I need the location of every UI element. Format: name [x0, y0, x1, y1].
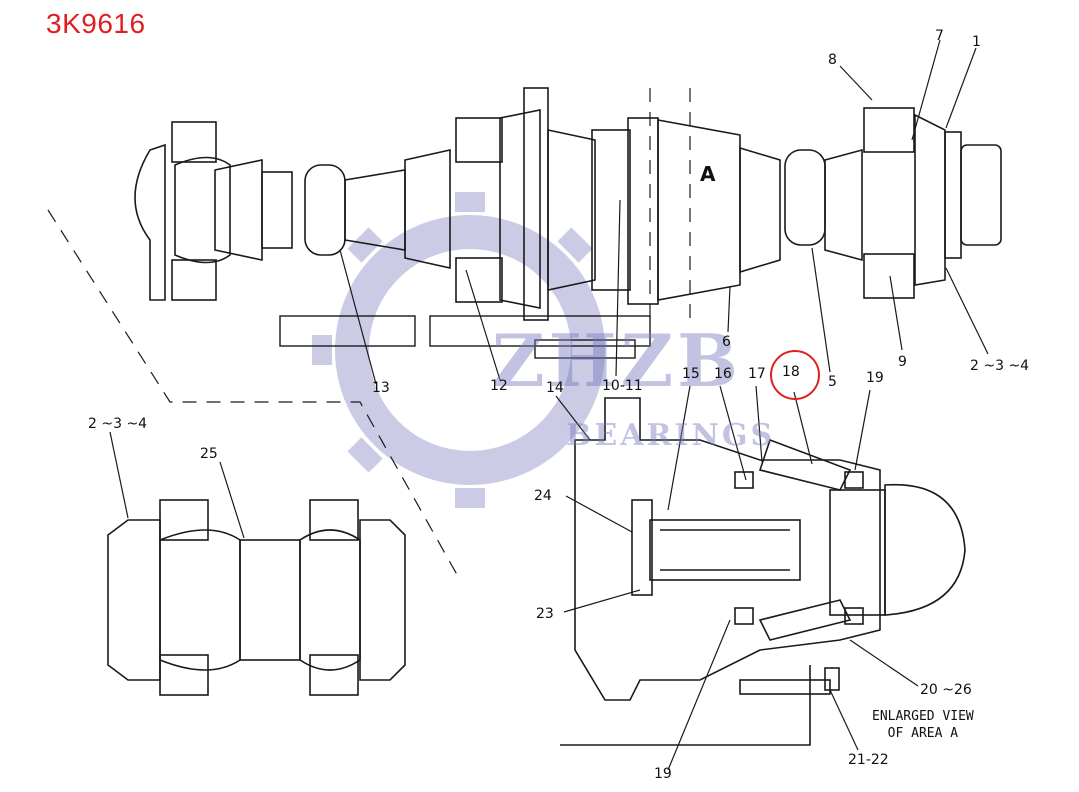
- callout-16: 16: [714, 366, 732, 382]
- caption-line-1: ENLARGED VIEW: [872, 709, 974, 724]
- callout-23: 23: [536, 606, 554, 622]
- callout-15: 15: [682, 366, 700, 382]
- callout-19-top: 19: [866, 370, 884, 386]
- callout-7: 7: [935, 28, 944, 44]
- callout-9: 9: [898, 354, 907, 370]
- callout-25: 25: [200, 446, 218, 462]
- watermark-subtext: BEARINGS: [566, 418, 776, 453]
- leader-lines: [109, 39, 989, 771]
- watermark-gear: [312, 192, 605, 508]
- highlight-circle-18: [770, 350, 820, 400]
- callout-10-11: 10-11: [602, 378, 643, 394]
- enlarged-view-caption: ENLARGED VIEW OF AREA A: [872, 708, 974, 742]
- callout-2-4-top: 2 ~3 ~4: [970, 358, 1030, 374]
- callout-12: 12: [490, 378, 508, 394]
- callout-5: 5: [828, 374, 837, 390]
- callout-2-4-left: 2 ~3 ~4: [88, 416, 148, 432]
- enlarged-section-view: [560, 397, 966, 746]
- callout-6: 6: [722, 334, 731, 350]
- callout-13: 13: [372, 380, 390, 396]
- part-number-label: 3K9616: [46, 8, 146, 39]
- callout-19-bottom: 19: [654, 766, 672, 782]
- left-universal-joint: [107, 499, 406, 696]
- callout-1: 1: [972, 34, 981, 50]
- callout-14: 14: [546, 380, 564, 396]
- callout-18: 18: [782, 364, 800, 380]
- callout-17: 17: [748, 366, 766, 382]
- callout-21-22: 21-22: [848, 752, 889, 768]
- drive-shaft-assembly: [134, 87, 1002, 321]
- caption-line-2: OF AREA A: [887, 726, 959, 741]
- callout-24: 24: [534, 488, 552, 504]
- area-a-marker: A: [700, 162, 716, 186]
- callout-20-26: 20 ~26: [920, 682, 972, 698]
- watermark-text: ZHZB: [492, 318, 742, 403]
- callout-8: 8: [828, 52, 837, 68]
- shaft-section-bars: [279, 315, 651, 359]
- area-outline-dashed: [47, 88, 691, 581]
